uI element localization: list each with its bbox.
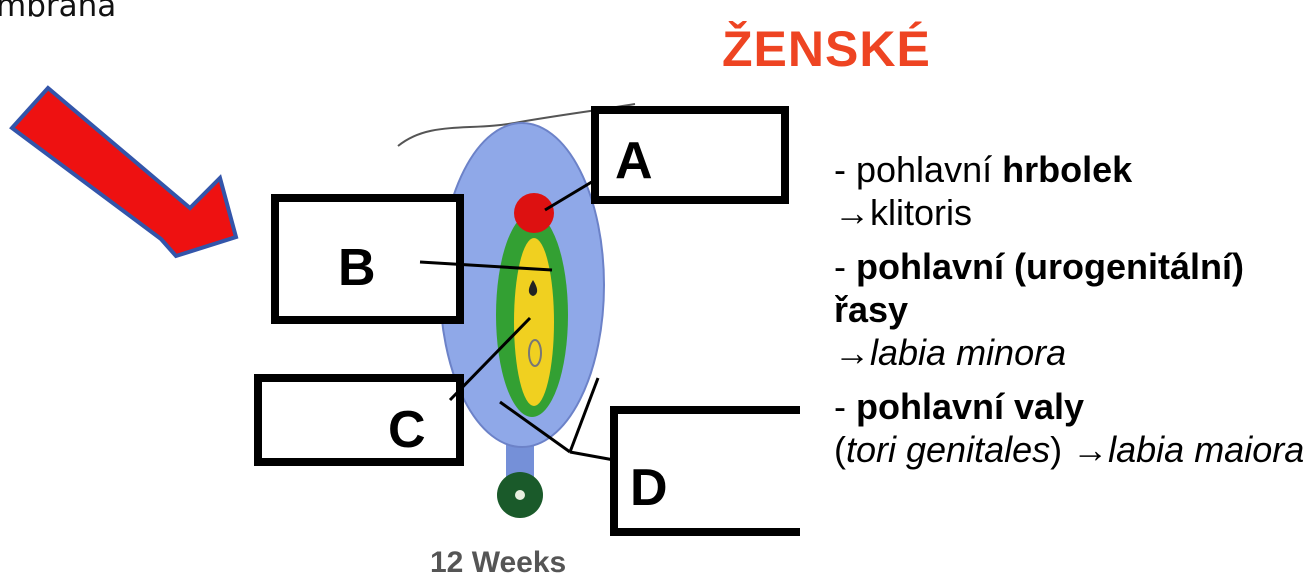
weeks-caption: 12 Weeks: [430, 546, 566, 579]
label-c: C: [388, 401, 426, 459]
stalk-tip-center: [515, 490, 525, 500]
red-arrow-icon: [12, 88, 236, 256]
label-d: D: [630, 459, 668, 517]
diagram: A B C D 12 Weeks: [0, 0, 800, 585]
label-b: B: [338, 239, 376, 297]
bullet-list: - pohlavní hrbolek →klitoris - pohlavní …: [834, 148, 1312, 482]
bullet-item-swellings: - pohlavní valy (tori genitales) →labia …: [834, 385, 1312, 471]
bullet-item-folds: - pohlavní (urogenitální) řasy →labia mi…: [834, 245, 1312, 374]
bullet-item-tubercle: - pohlavní hrbolek →klitoris: [834, 148, 1312, 234]
label-a: A: [615, 132, 653, 190]
label-box-c: [258, 378, 460, 462]
urogenital-fold-inner: [514, 238, 554, 406]
genital-tubercle: [514, 193, 554, 233]
leader-line-d1: [570, 452, 614, 460]
